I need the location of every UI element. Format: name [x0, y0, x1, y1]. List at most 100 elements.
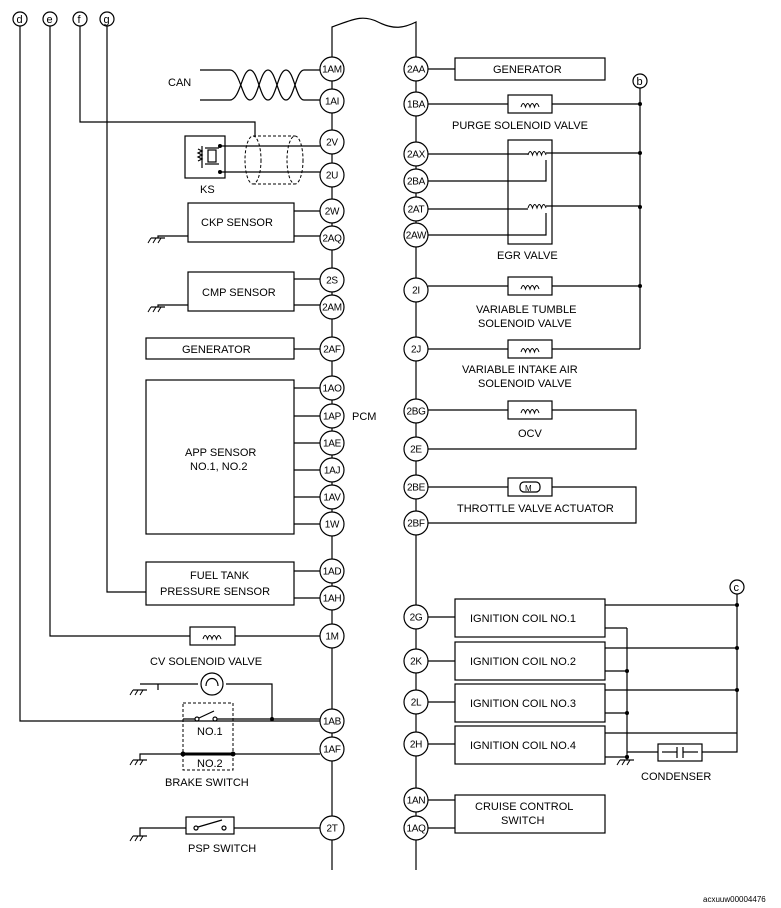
cv-solenoid-valve: CV SOLENOID VALVE — [150, 626, 262, 668]
pcm-pin-left-1ad: 1AD — [319, 558, 345, 584]
connector-c: c — [729, 579, 745, 733]
svg-text:2AM: 2AM — [322, 303, 342, 314]
fuel-tank-pressure-sensor: FUEL TANK PRESSURE SENSOR — [145, 561, 320, 606]
pcm-pin-right-2ba: 2BA — [403, 168, 429, 194]
svg-text:1BA: 1BA — [407, 100, 426, 111]
svg-text:2T: 2T — [326, 824, 337, 835]
svg-text:THROTTLE VALVE ACTUATOR: THROTTLE VALVE ACTUATOR — [457, 503, 614, 515]
pcm-pin-left-1ai: 1AI — [319, 88, 345, 114]
pcm-pin-right-2bf: 2BF — [403, 510, 429, 536]
svg-text:IGNITION COIL NO.1: IGNITION COIL NO.1 — [470, 613, 576, 625]
connector-e: e — [42, 11, 320, 637]
svg-text:d: d — [17, 14, 23, 26]
svg-text:GENERATOR: GENERATOR — [182, 344, 251, 356]
pcm-pin-left-1ae: 1AE — [319, 430, 345, 456]
svg-text:2W: 2W — [325, 207, 340, 218]
throttle-valve-actuator: M THROTTLE VALVE ACTUATOR — [428, 477, 637, 524]
pcm-pin-left-2af: 2AF — [319, 336, 345, 362]
svg-text:1M: 1M — [325, 632, 338, 643]
pcm-pin-right-1ba: 1BA — [403, 91, 429, 117]
app-sensor: APP SENSOR NO.1, NO.2 — [145, 379, 320, 535]
svg-text:2H: 2H — [410, 740, 422, 751]
svg-text:f: f — [78, 14, 82, 26]
pcm-pin-left-2t: 2T — [319, 815, 345, 841]
pcm-pin-right-2j: 2J — [403, 336, 429, 362]
svg-text:g: g — [104, 14, 110, 26]
pcm-pin-right-2aa: 2AA — [403, 56, 429, 82]
svg-text:2BF: 2BF — [407, 519, 425, 530]
svg-text:1W: 1W — [325, 520, 340, 531]
svg-text:VARIABLE TUMBLE: VARIABLE TUMBLE — [476, 304, 576, 316]
pcm-pin-left-1am: 1AM — [319, 56, 345, 82]
svg-text:CV SOLENOID VALVE: CV SOLENOID VALVE — [150, 656, 262, 668]
svg-text:1AN: 1AN — [407, 796, 426, 807]
svg-text:CKP SENSOR: CKP SENSOR — [201, 217, 273, 229]
svg-text:PSP SWITCH: PSP SWITCH — [188, 843, 256, 855]
svg-text:1AP: 1AP — [323, 412, 342, 423]
pcm-pin-right-2ax: 2AX — [403, 141, 429, 167]
variable-tumble-solenoid-valve: VARIABLE TUMBLE SOLENOID VALVE — [428, 276, 642, 330]
svg-text:M: M — [525, 484, 532, 493]
connector-b: b — [632, 73, 648, 349]
pcm-pin-left-1ao: 1AO — [319, 375, 345, 401]
pcm-pin-left-1w: 1W — [319, 511, 345, 537]
svg-text:2L: 2L — [411, 698, 422, 709]
svg-text:OCV: OCV — [518, 428, 543, 440]
svg-text:b: b — [637, 76, 643, 88]
svg-text:IGNITION COIL NO.4: IGNITION COIL NO.4 — [470, 740, 576, 752]
pcm-pin-right-2g: 2G — [403, 604, 429, 630]
ignition-coil-4: IGNITION COIL NO.4 — [428, 725, 737, 765]
pcm-pin-left-1av: 1AV — [319, 484, 345, 510]
svg-text:1AJ: 1AJ — [324, 466, 341, 477]
ignition-coil-3: IGNITION COIL NO.3 — [428, 683, 739, 723]
pcm-pin-left-2s: 2S — [319, 267, 345, 293]
svg-text:CMP SENSOR: CMP SENSOR — [202, 287, 276, 299]
knock-sensor: KS — [184, 135, 320, 196]
svg-text:e: e — [47, 14, 53, 26]
pcm-pin-right-2h: 2H — [403, 731, 429, 757]
svg-text:2I: 2I — [412, 286, 420, 297]
pcm-pin-right-2aw: 2AW — [403, 222, 429, 248]
pcm-pin-right-2e: 2E — [403, 436, 429, 462]
pcm-right-pins: 2AA1BA2AX2BA2AT2AW2I2J2BG2E2BE2BF2G2K2L2… — [403, 56, 429, 841]
svg-text:1AQ: 1AQ — [406, 824, 426, 835]
connector-f: f — [72, 11, 256, 136]
ckp-sensor: CKP SENSOR — [147, 202, 320, 244]
ocv: OCV — [428, 400, 637, 450]
pcm-pin-right-2be: 2BE — [403, 474, 429, 500]
svg-text:2BE: 2BE — [407, 483, 426, 494]
svg-text:1AO: 1AO — [322, 384, 342, 395]
pcm-pin-right-2i: 2I — [403, 277, 429, 303]
svg-text:2AF: 2AF — [323, 345, 341, 356]
svg-text:1AE: 1AE — [323, 439, 342, 450]
svg-text:2S: 2S — [326, 276, 338, 287]
can-bus: CAN — [168, 69, 320, 101]
pcm-pin-left-1af: 1AF — [319, 736, 345, 762]
svg-text:2AX: 2AX — [407, 150, 426, 161]
pcm-pin-left-1aj: 1AJ — [319, 457, 345, 483]
svg-text:2K: 2K — [410, 657, 422, 668]
svg-text:1AD: 1AD — [323, 567, 342, 578]
ignition-coil-1: IGNITION COIL NO.1 — [428, 598, 739, 638]
svg-text:IGNITION COIL NO.3: IGNITION COIL NO.3 — [470, 698, 576, 710]
psp-switch: PSP SWITCH — [129, 816, 320, 855]
generator-left: GENERATOR — [145, 337, 320, 360]
pcm-pin-left-1ab: 1AB — [319, 708, 345, 734]
svg-text:FUEL TANK: FUEL TANK — [190, 570, 250, 582]
svg-text:2J: 2J — [411, 345, 421, 356]
purge-solenoid-valve: PURGE SOLENOID VALVE — [428, 94, 642, 132]
svg-text:NO.1, NO.2: NO.1, NO.2 — [190, 461, 247, 473]
pcm-pin-right-2bg: 2BG — [403, 398, 429, 424]
pcm-body — [331, 17, 417, 870]
svg-text:1AF: 1AF — [323, 745, 341, 756]
ignition-coil-2: IGNITION COIL NO.2 — [428, 641, 739, 681]
svg-text:CAN: CAN — [168, 77, 191, 89]
svg-text:NO.1: NO.1 — [197, 726, 223, 738]
pcm-pin-left-2aq: 2AQ — [319, 225, 345, 251]
svg-text:IGNITION COIL NO.2: IGNITION COIL NO.2 — [470, 656, 576, 668]
svg-text:2BG: 2BG — [406, 407, 426, 418]
svg-text:1AI: 1AI — [325, 97, 339, 108]
figure-code: acxuuw00004476 — [703, 895, 766, 904]
svg-text:KS: KS — [200, 184, 215, 196]
